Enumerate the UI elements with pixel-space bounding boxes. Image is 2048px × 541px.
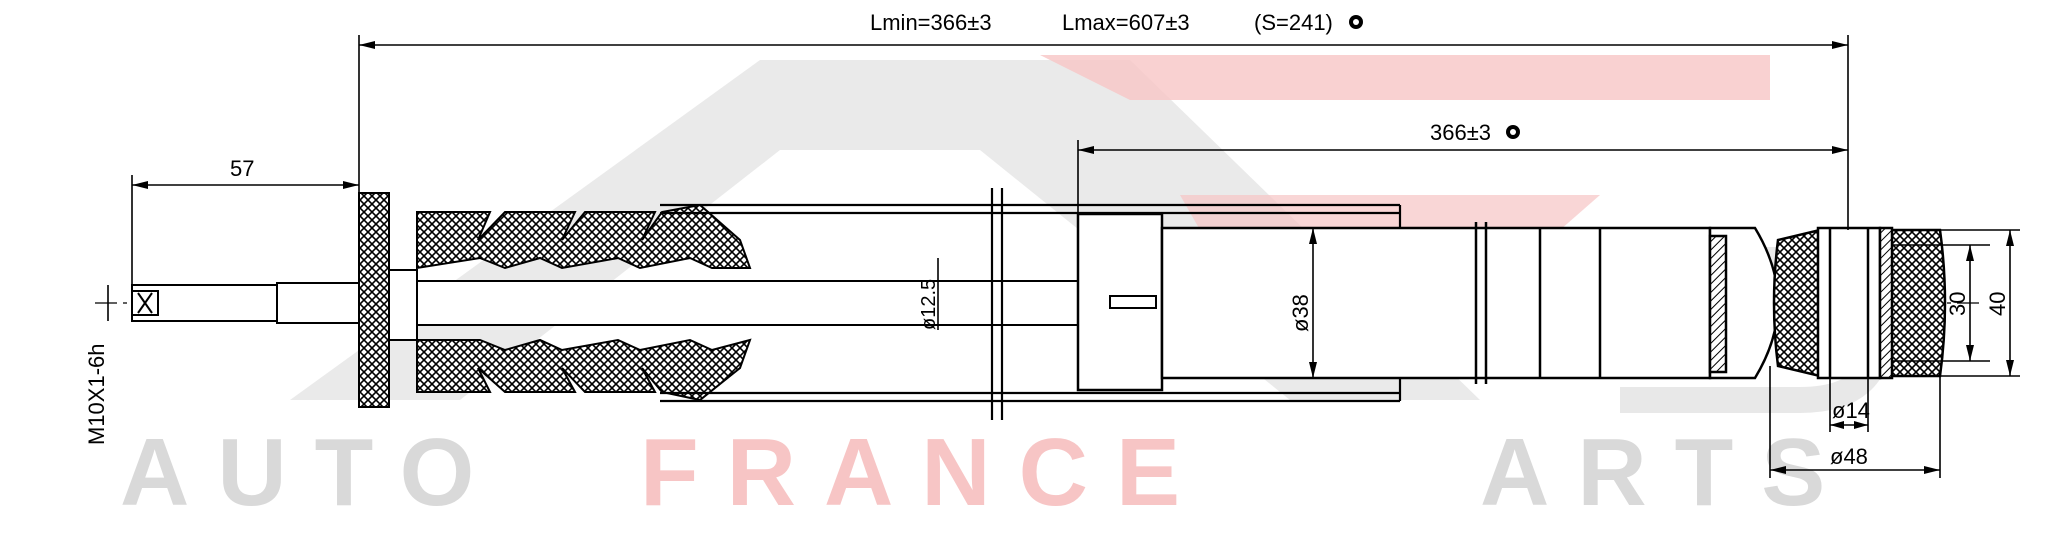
bush-height-30-label: 30 (1945, 292, 1970, 316)
dimension-arrows (132, 41, 2014, 474)
top-mount-washer (388, 269, 418, 341)
bush-height-40-label: 40 (1985, 292, 2010, 316)
dust-boot-upper (416, 203, 752, 270)
dust-boot-lower (416, 338, 752, 402)
stroke-label: (S=241) (1254, 10, 1333, 35)
watermark: AUTO FRANCE ARTS (120, 55, 1894, 526)
lmax-label: Lmax=607±3 (1062, 10, 1190, 35)
body-diameter-label: ø38 (1288, 294, 1313, 332)
rod-diameter-label: ø12.5 (918, 279, 940, 330)
watermark-word-auto: AUTO (120, 419, 502, 526)
bush-inner-diameter-label: ø14 (1832, 398, 1870, 423)
watermark-word-arts: ARTS (1480, 419, 1853, 526)
bush-outer-diameter-label: ø48 (1830, 444, 1868, 469)
reference-marker-icon (1349, 15, 1363, 29)
piston-rod (358, 280, 1094, 326)
dimension-lines (107, 35, 2020, 478)
watermark-red-bar-top (1040, 55, 1770, 100)
lmin-label: Lmin=366±3 (870, 10, 992, 35)
reference-marker-icon-2 (1506, 125, 1520, 139)
body-tube (1160, 222, 1712, 384)
thread-length-label: 57 (230, 156, 254, 181)
body-bottom-cap (1708, 226, 1780, 380)
body-length-label: 366±3 (1430, 120, 1491, 145)
threaded-stud (131, 282, 360, 324)
piston-rod-end (1109, 295, 1157, 309)
watermark-chevron (290, 60, 1480, 400)
dust-tube (660, 188, 1402, 420)
top-mount-plate (358, 192, 390, 408)
lower-eye-bush (1772, 226, 1947, 380)
thread-spec-label: M10X1-6h (84, 343, 109, 445)
watermark-word-france: FRANCE (640, 419, 1208, 526)
